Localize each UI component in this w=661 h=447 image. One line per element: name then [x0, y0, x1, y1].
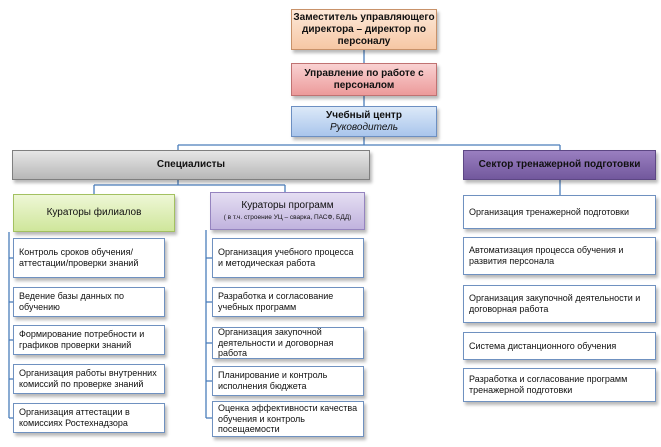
hr-department-box: Управление по работе с персоналом: [291, 63, 437, 96]
training-center-label: Учебный центр: [326, 109, 402, 121]
training-center-head-label: Руководитель: [329, 121, 399, 133]
branch-item: Ведение базы данных по обучению: [13, 287, 165, 317]
branch-item: Формирование потребности и графиков пров…: [13, 325, 165, 355]
specialists-box: Специалисты: [12, 150, 370, 180]
program-item: Организация закупочной деятельности и до…: [212, 327, 364, 359]
sector-item: Система дистанционного обучения: [463, 332, 656, 360]
deputy-director-label: Заместитель управляющего директора – дир…: [293, 11, 435, 47]
branch-item: Организация аттестации в комиссиях Росте…: [13, 403, 165, 433]
branch-curators-label: Кураторы филиалов: [46, 207, 142, 218]
simulator-training-sector-box: Сектор тренажерной подготовки: [463, 150, 656, 180]
program-curators-box: Кураторы программ ( в т.ч. строение УЦ –…: [210, 192, 365, 230]
program-curators-label: Кураторы программ: [241, 200, 334, 212]
sector-label: Сектор тренажерной подготовки: [478, 159, 641, 170]
training-center-box: Учебный центр Руководитель: [291, 106, 437, 137]
program-curators-note: ( в т.ч. строение УЦ – сварка, ПАСФ, БДД…: [223, 214, 352, 222]
branch-item: Организация работы внутренних комиссий п…: [13, 364, 165, 394]
sector-item: Разработка и согласование программ трена…: [463, 368, 656, 402]
program-item: Разработка и согласование учебных програ…: [212, 287, 364, 317]
program-item: Оценка эффективности качества обучения и…: [212, 401, 364, 437]
deputy-director-box: Заместитель управляющего директора – дир…: [291, 9, 437, 50]
hr-department-label: Управление по работе с персоналом: [304, 67, 424, 91]
sector-item: Организация тренажерной подготовки: [463, 195, 656, 229]
branch-curators-box: Кураторы филиалов: [13, 194, 175, 232]
sector-item: Организация закупочной деятельности и до…: [463, 285, 656, 323]
branch-item: Контроль сроков обучения/аттестации/пров…: [13, 238, 165, 278]
program-item: Организация учебного процесса и методиче…: [212, 238, 364, 278]
program-item: Планирование и контроль исполнения бюдже…: [212, 366, 364, 396]
specialists-label: Специалисты: [156, 159, 226, 170]
sector-item: Автоматизация процесса обучения и развит…: [463, 237, 656, 275]
